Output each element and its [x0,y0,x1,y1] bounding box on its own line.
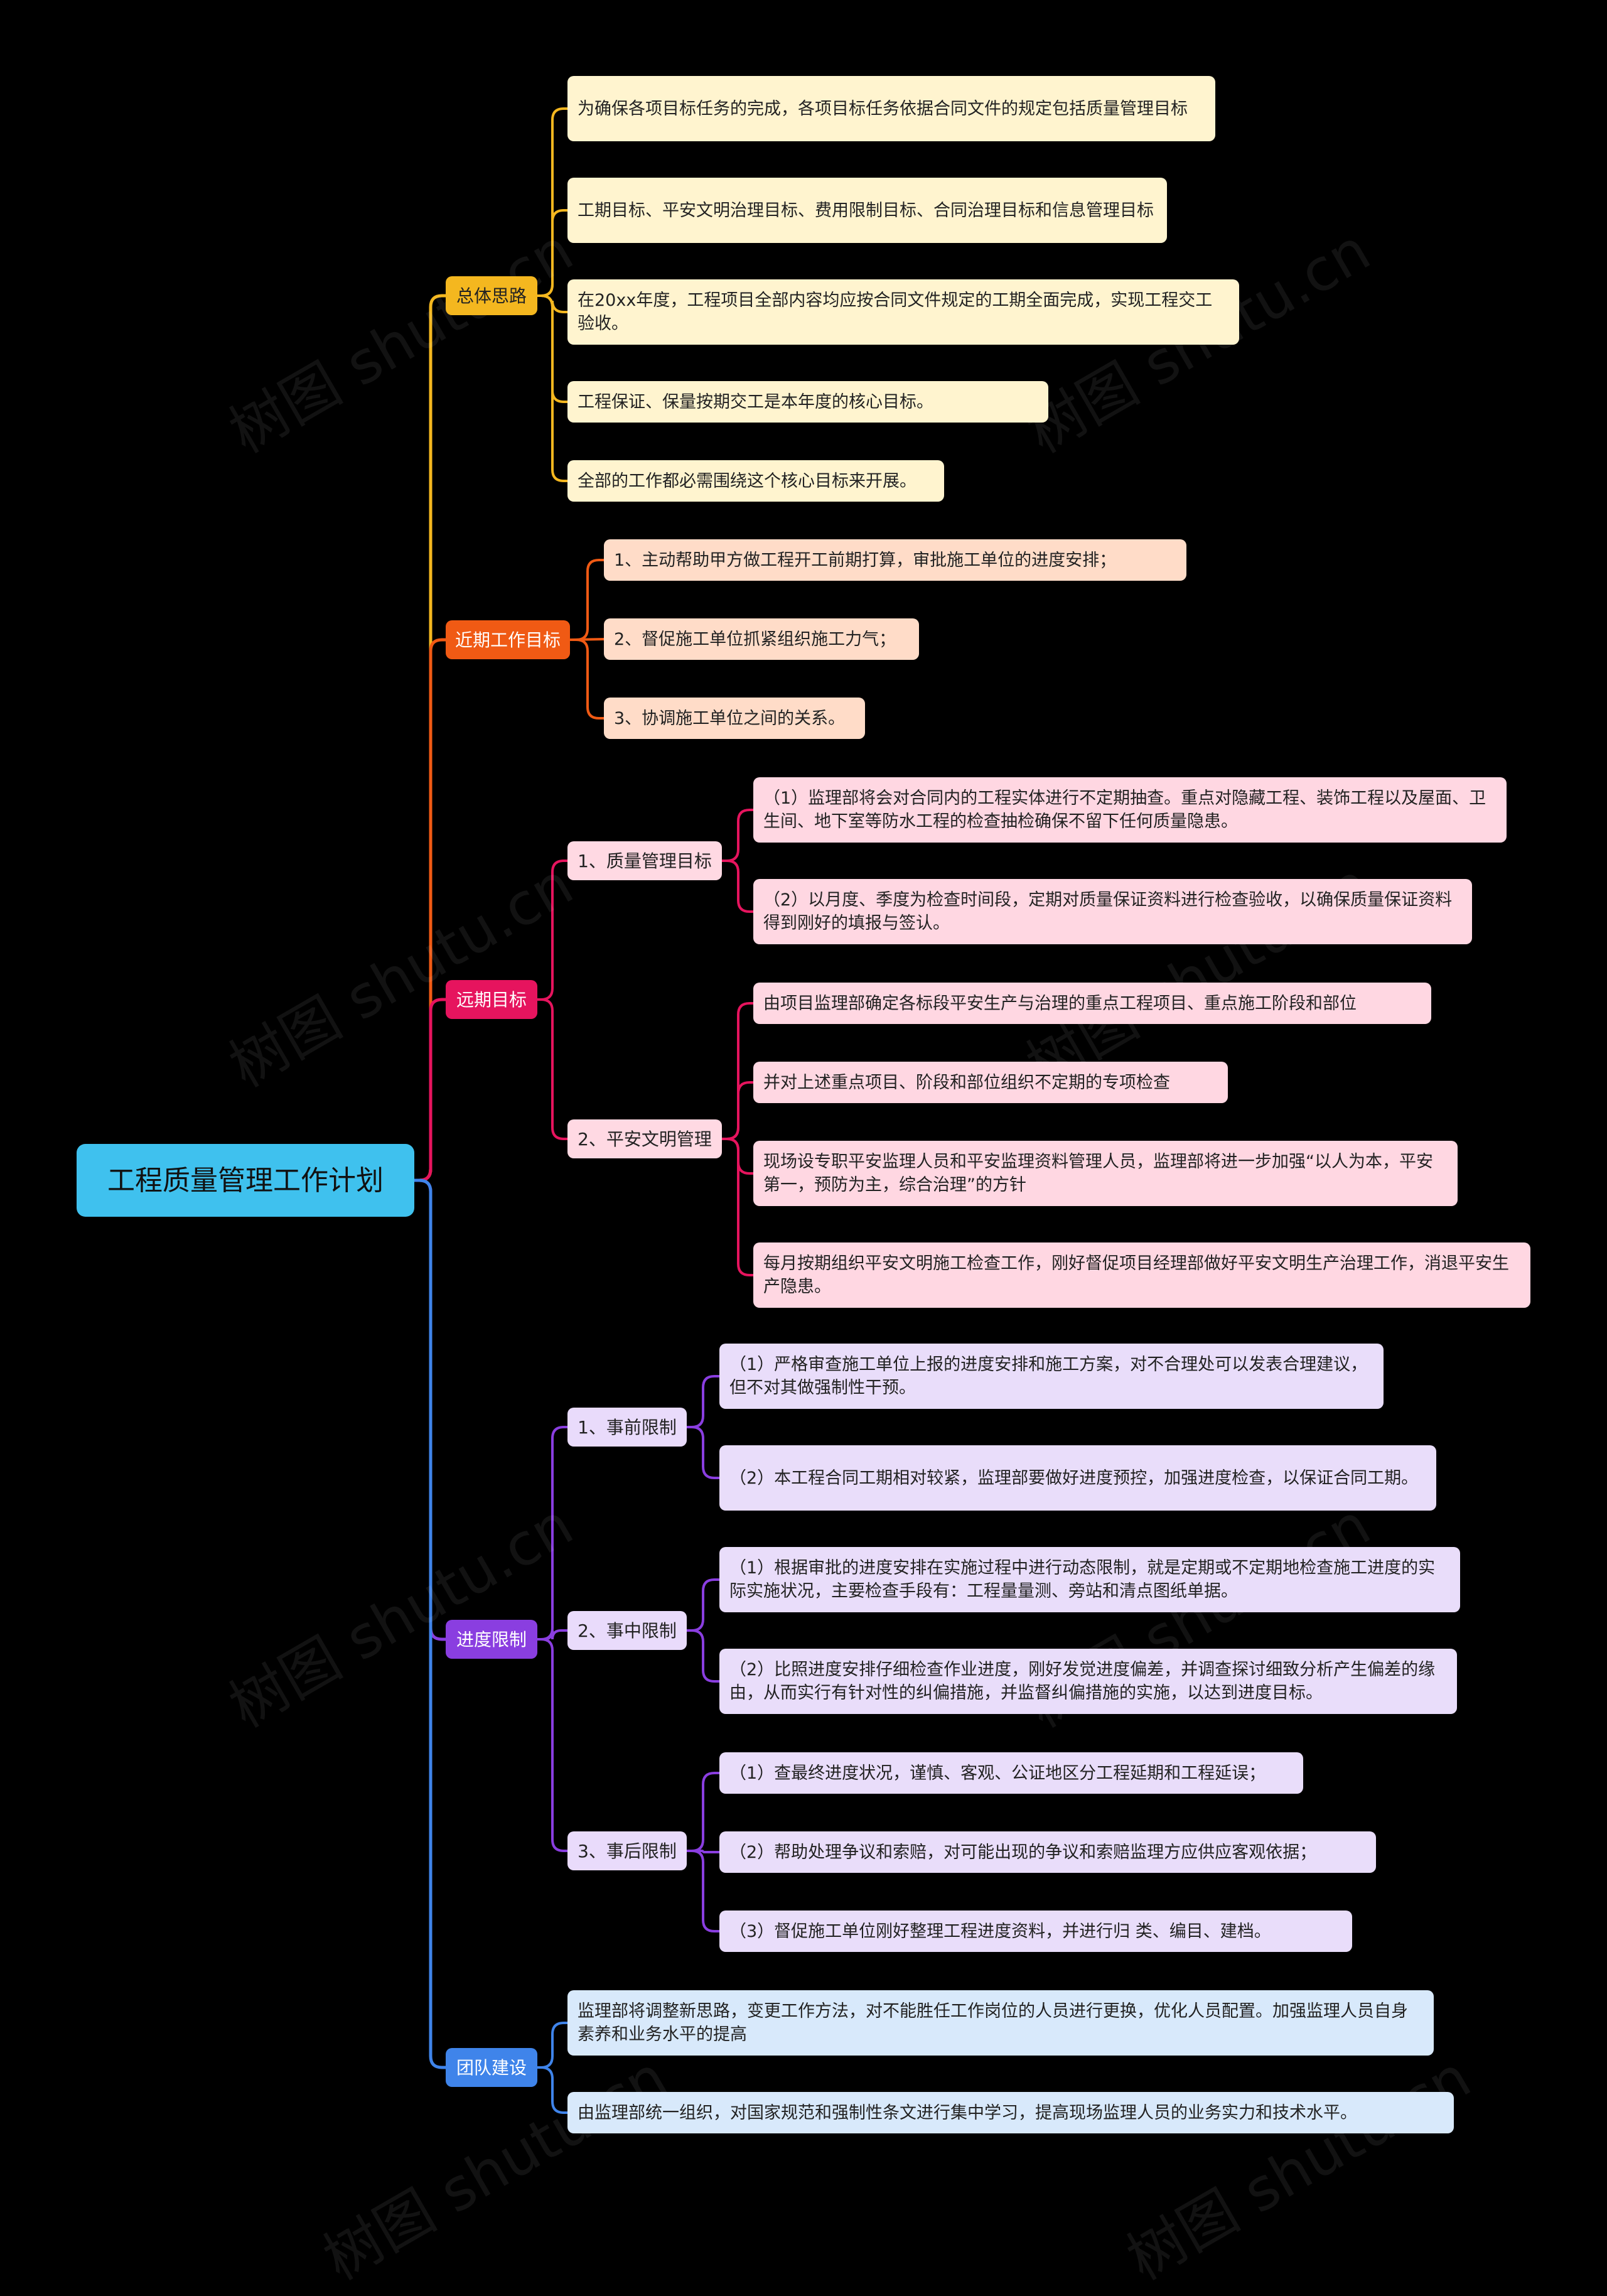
leaf-team-2[interactable]: 由监理部统一组织，对国家规范和强制性条文进行集中学习，提高现场监理人员的业务实力… [567,2092,1454,2133]
sub-safety-management[interactable]: 2、平安文明管理 [567,1119,722,1158]
branch-schedule-control[interactable]: 进度限制 [446,1620,537,1659]
leaf-overall-3[interactable]: 在20xx年度，工程项目全部内容均应按合同文件规定的工期全面完成，实现工程交工验… [567,279,1239,345]
leaf-safety-1[interactable]: 由项目监理部确定各标段平安生产与治理的重点工程项目、重点施工阶段和部位 [753,983,1431,1024]
connector-line [721,860,755,913]
connector-line [536,998,569,1140]
connector-line [569,639,605,720]
leaf-post-2[interactable]: （2）帮助处理争议和索赔，对可能出现的争议和索赔监理方应供应客观依据； [719,1831,1376,1873]
leaf-safety-3[interactable]: 现场设专职平安监理人员和平安监理资料管理人员，监理部将进一步加强“以人为本，平安… [753,1141,1458,1206]
connector-line [685,1426,721,1479]
connector-line [685,1850,721,1932]
connector-line [536,294,569,482]
sub-post-control[interactable]: 3、事后限制 [567,1831,687,1870]
leaf-team-1[interactable]: 监理部将调整新思路，变更工作方法，对不能胜任工作岗位的人员进行更换，优化人员配置… [567,1990,1434,2056]
connector-line [685,1629,721,1683]
leaf-safety-4[interactable]: 每月按期组织平安文明施工检查工作，刚好督促项目经理部做好平安文明生产治理工作，消… [753,1242,1530,1308]
leaf-pre-2[interactable]: （2）本工程合同工期相对较紧，监理部要做好进度预控，加强进度检查，以保证合同工期… [719,1445,1436,1511]
connector-line [536,1426,569,1641]
connector-line [569,559,605,641]
sub-pre-control[interactable]: 1、事前限制 [567,1408,687,1447]
leaf-mid-2[interactable]: （2）比照进度安排仔细检查作业进度，刚好发觉进度偏差，并调查探讨细致分析产生偏差… [719,1649,1457,1714]
branch-long-term-goals[interactable]: 远期目标 [446,980,537,1019]
connector-line [685,1375,721,1428]
connector-line [536,209,569,297]
connector-line [721,1081,755,1140]
connector-line [536,1629,569,1641]
connector-line [536,860,569,1001]
leaf-mid-1[interactable]: （1）根据审批的进度安排在实施过程中进行动态限制，就是定期或不定期地检查施工进度… [719,1547,1460,1612]
leaf-near-3[interactable]: 3、协调施工单位之间的关系。 [604,698,865,739]
leaf-post-3[interactable]: （3）督促施工单位刚好整理工程进度资料，并进行归 类、编目、建档。 [719,1911,1352,1952]
connector-line [685,1772,721,1852]
leaf-overall-4[interactable]: 工程保证、保量按期交工是本年度的核心目标。 [567,381,1048,423]
connector-line [685,1850,721,1853]
connector-line [412,1178,448,2069]
branch-overall-approach[interactable]: 总体思路 [446,276,537,315]
sub-quality-management[interactable]: 1、质量管理目标 [567,841,722,880]
leaf-near-1[interactable]: 1、主动帮助甲方做工程开工前期打算，审批施工单位的进度安排； [604,539,1186,581]
leaf-overall-5[interactable]: 全部的工作都必需围绕这个核心目标来开展。 [567,460,944,502]
connector-line [536,1638,569,1852]
leaf-overall-1[interactable]: 为确保各项目标任务的完成，各项目标任务依据合同文件的规定包括质量管理目标 [567,76,1215,141]
connector-line [412,998,448,1182]
leaf-quality-2[interactable]: （2）以月度、季度为检查时间段，定期对质量保证资料进行检查验收，以确保质量保证资… [753,879,1472,944]
connector-line [536,2066,569,2114]
connector-line [721,809,755,862]
connector-lines [412,107,755,2114]
root-node[interactable]: 工程质量管理工作计划 [77,1144,414,1217]
connector-line [536,2022,569,2069]
sub-mid-control[interactable]: 2、事中限制 [567,1611,687,1650]
leaf-post-1[interactable]: （1）查最终进度状况，谨慎、客观、公证地区分工程延期和工程延误； [719,1752,1303,1794]
leaf-near-2[interactable]: 2、督促施工单位抓紧组织施工力气； [604,618,919,660]
branch-team-building[interactable]: 团队建设 [446,2048,537,2087]
branch-near-term-goals[interactable]: 近期工作目标 [446,620,570,659]
leaf-safety-2[interactable]: 并对上述重点项目、阶段和部位组织不定期的专项检查 [753,1062,1228,1103]
leaf-overall-2[interactable]: 工期目标、平安文明治理目标、费用限制目标、合同治理目标和信息管理目标 [567,178,1167,243]
leaf-quality-1[interactable]: （1）监理部将会对合同内的工程实体进行不定期抽查。重点对隐藏工程、装饰工程以及屋… [753,777,1507,843]
connector-line [685,1578,721,1632]
connector-line [721,1138,755,1276]
leaf-pre-1[interactable]: （1）严格审查施工单位上报的进度安排和施工方案，对不合理处可以发表合理建议，但不… [719,1344,1384,1409]
